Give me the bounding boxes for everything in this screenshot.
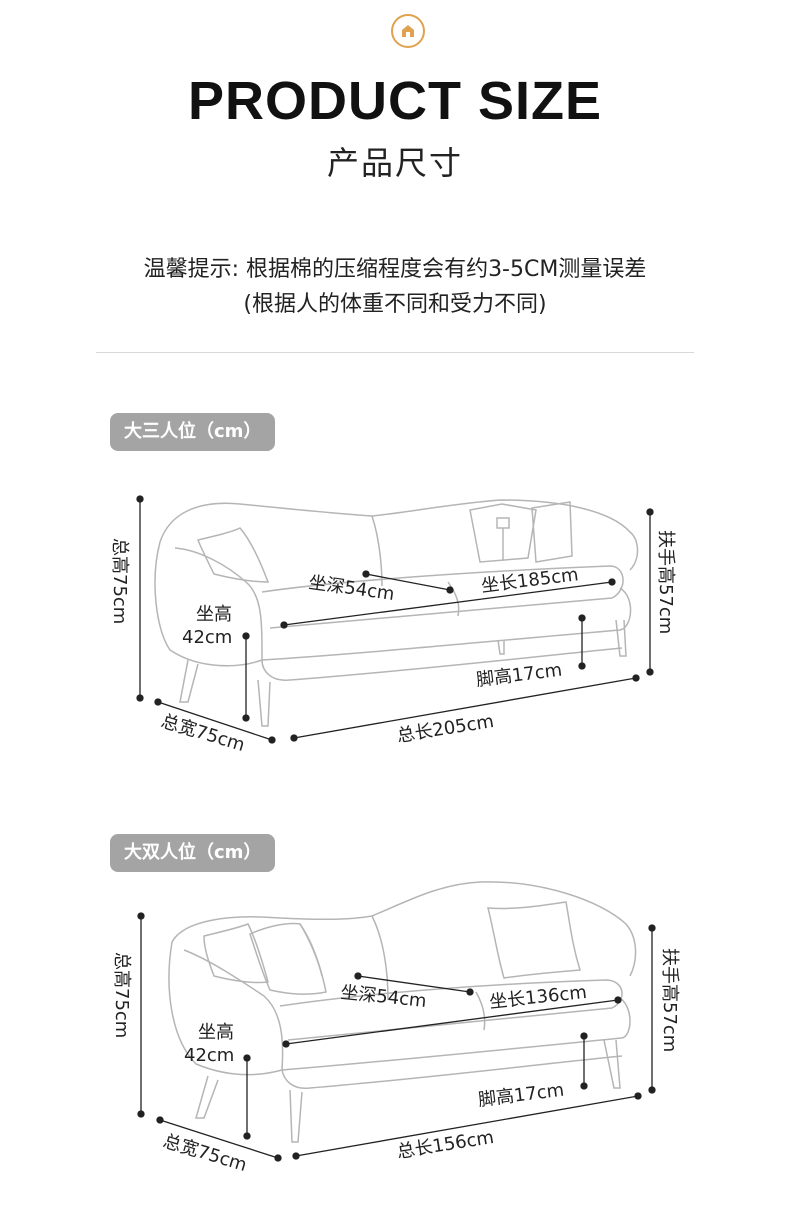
dimension-lines-two-seat [137,912,656,1162]
label-total-width: 总宽75cm [161,1131,250,1176]
label-seat-height-2: 42cm [184,1045,234,1066]
label-total-length: 总长156cm [395,1127,495,1163]
label-total-height: 总高75cm [111,952,132,1038]
section-badge-two-seat: 大双人位（cm） [110,834,276,872]
label-leg-height: 脚高17cm [475,660,563,691]
label-armrest-height: 扶手高57cm [655,530,676,634]
divider [96,352,694,353]
label-armrest-height: 扶手高57cm [659,948,680,1052]
sofa-outline-three-seat [154,499,639,727]
sofa-diagram-three-seat: 总高75cm 扶手高57cm 坐高 42cm 坐深54cm 坐长185cm 脚高… [109,495,676,756]
label-total-height: 总高75cm [109,538,130,624]
label-seat-height-1: 坐高 [198,1022,234,1043]
label-seat-length: 坐长136cm [488,982,587,1013]
section-badge-three-seat: 大三人位（cm） [110,413,276,451]
label-leg-height: 脚高17cm [477,1080,565,1111]
notice-line-1: 温馨提示: 根据棉的压缩程度会有约3-5CM测量误差 [143,257,647,282]
sofa-diagram-two-seat: 总高75cm 扶手高57cm 坐高 42cm 坐深54cm 坐长136cm 脚高… [111,881,680,1176]
page-title: PRODUCT SIZE [187,71,603,131]
label-seat-length: 坐长185cm [480,564,580,597]
dimension-lines-three-seat [136,495,654,744]
notice-line-2: (根据人的体重不同和受力不同) [243,292,547,317]
label-total-length: 总长205cm [395,711,495,747]
label-seat-depth: 坐深54cm [339,982,427,1012]
page-subtitle: 产品尺寸 [326,144,463,182]
home-icon [402,25,414,37]
label-seat-height-1: 坐高 [196,604,232,625]
sofa-outline-two-seat [168,881,637,1143]
label-seat-height-2: 42cm [182,627,232,648]
brand-logo [391,14,425,48]
